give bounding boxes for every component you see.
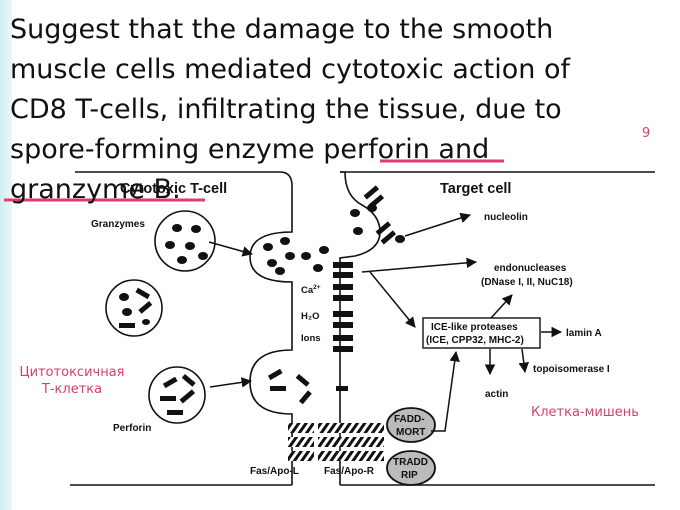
mixed-granule-vesicle	[105, 279, 163, 337]
slide-title: Suggest that the damage to the smooth mu…	[10, 10, 675, 210]
ice-proteases-box	[422, 317, 541, 349]
cytotoxic-cell-membrane	[70, 171, 293, 486]
cytotoxic-t-cell-label: Cytotoxic T-cell	[120, 181, 227, 197]
ions-label: Ions	[301, 333, 321, 344]
target-cell-caption: Клетка-мишень	[531, 405, 639, 420]
water-label: H₂O	[301, 311, 319, 322]
fadd-label: FADD-	[394, 414, 425, 425]
title-line: Suggest that the damage to the smooth	[10, 14, 554, 45]
ice-proteases-label: ICE-like proteases	[431, 322, 518, 333]
tradd-rip-adapter	[386, 450, 436, 486]
granzymes-label: Granzymes	[91, 219, 145, 230]
nucleolin-label: nucleolin	[484, 212, 528, 223]
rip-label: RIP	[401, 470, 418, 481]
cytotoxic-t-cell-caption: Цитотоксичная Т-клетка	[18, 364, 126, 398]
endonucleases-label: endonucleases	[494, 263, 567, 274]
ice-proteases-detail-label: (ICE, CPP32, MHC-2)	[426, 335, 524, 346]
perforin-label: Perforin	[113, 423, 151, 434]
released-perforin	[267, 368, 312, 405]
slide-left-decor-strip	[0, 0, 12, 510]
fas-hatched-complex	[288, 423, 384, 461]
calcium-label: Ca2+	[301, 284, 321, 296]
fas-receptor-label: Fas/Apo-R	[324, 466, 375, 477]
title-line: granzyme B.	[10, 174, 181, 205]
granzyme-vesicle	[154, 210, 216, 272]
fas-ligand-label: Fas/Apo-L	[250, 466, 299, 477]
caption-line: Цитотоксичная Т-клетка	[19, 365, 125, 397]
granzyme-uptake-pairs	[363, 185, 397, 245]
perforin-pore-channels	[333, 262, 353, 391]
released-granzymes	[263, 204, 405, 275]
pathway-arrows	[208, 212, 563, 432]
tradd-label: TRADD	[393, 457, 428, 468]
target-cell-membrane	[339, 171, 655, 486]
title-line: CD8 T-cells, infiltrating the tissue, du…	[10, 94, 562, 125]
title-line: muscle cells mediated cytotoxic action o…	[10, 54, 570, 85]
title-line: spore-forming enzyme perforin and	[10, 134, 490, 165]
topoisomerase-label: topoisomerase I	[533, 364, 610, 375]
perforin-vesicle	[148, 366, 206, 424]
lamin-label: lamin A	[566, 328, 602, 339]
fadd-mort-adapter	[386, 407, 436, 443]
mort-label: MORT	[396, 427, 425, 438]
actin-label: actin	[485, 389, 508, 400]
slide-number: 9	[642, 126, 651, 141]
endonucleases-detail-label: (DNase I, II, NuC18)	[481, 277, 573, 288]
target-cell-label: Target cell	[440, 181, 511, 197]
